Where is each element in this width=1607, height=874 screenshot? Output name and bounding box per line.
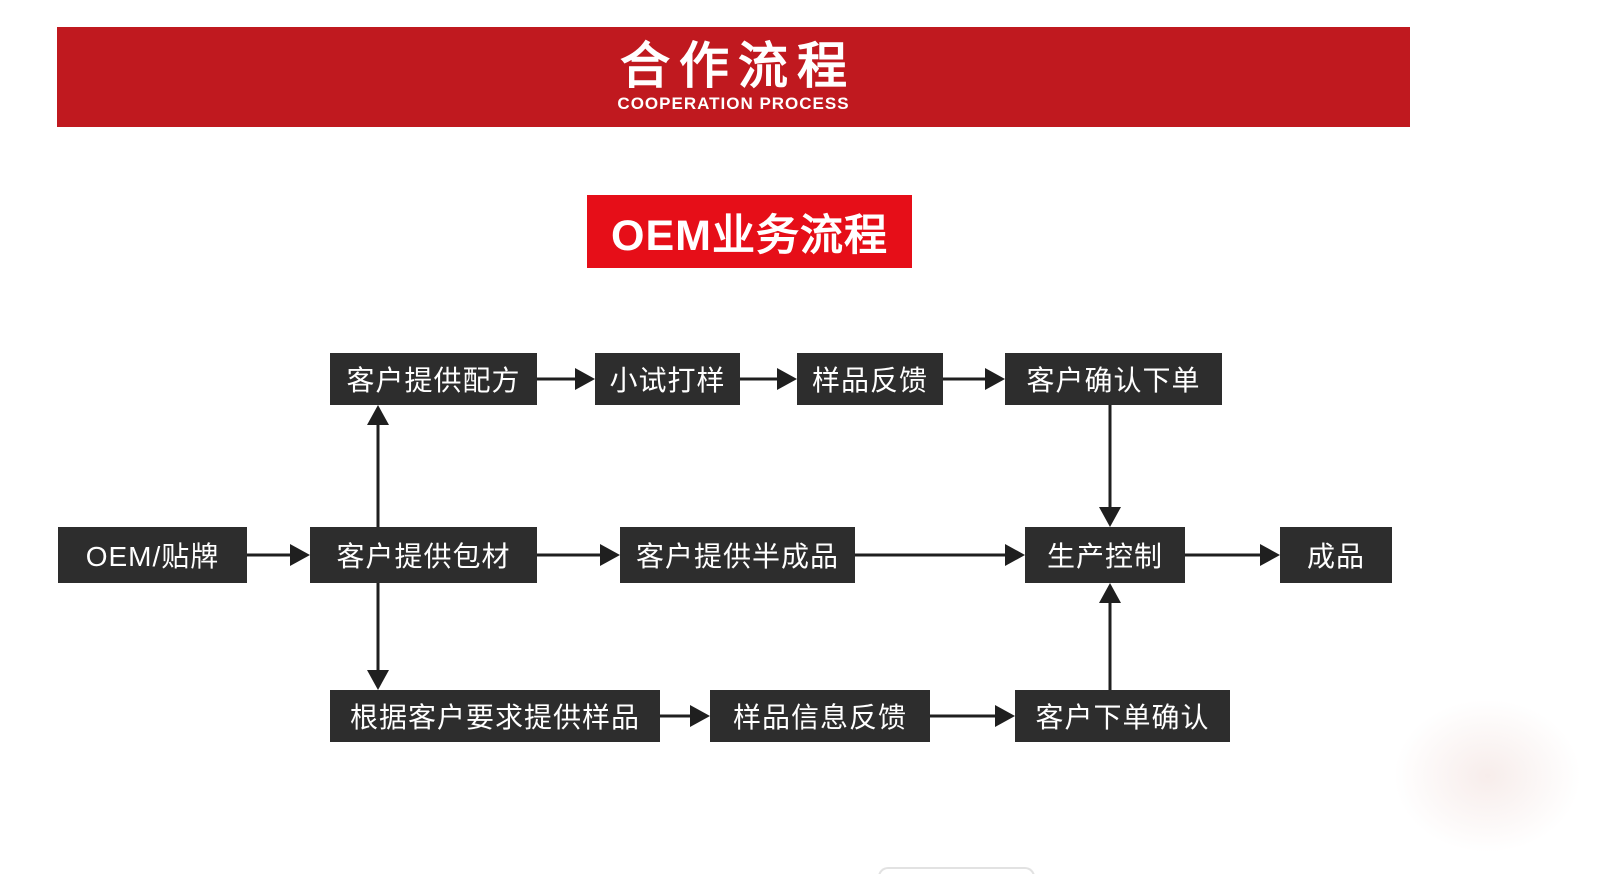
node-sample-feedback: 样品反馈 [797, 353, 943, 405]
node-customer-provides-semifinished: 客户提供半成品 [620, 527, 855, 583]
section-badge: OEM业务流程 [587, 195, 912, 268]
arrow-right-icon [740, 368, 797, 390]
node-customer-provides-formula: 客户提供配方 [330, 353, 537, 405]
node-production-control: 生产控制 [1025, 527, 1185, 583]
next-section-card-edge [878, 867, 1035, 874]
arrow-up-icon [367, 405, 389, 527]
arrow-right-icon [855, 544, 1025, 566]
node-customer-confirms-order: 客户确认下单 [1005, 353, 1222, 405]
node-customer-provides-packaging: 客户提供包材 [310, 527, 537, 583]
node-finished-product: 成品 [1280, 527, 1392, 583]
page-title: 合作流程 [620, 38, 856, 95]
arrow-down-icon [1099, 405, 1121, 527]
arrow-right-icon [537, 368, 595, 390]
watermark-smudge [1368, 678, 1607, 874]
node-trial-sampling: 小试打样 [595, 353, 740, 405]
arrow-right-icon [247, 544, 310, 566]
node-sample-info-feedback: 样品信息反馈 [710, 690, 930, 742]
node-oem-private-label: OEM/贴牌 [58, 527, 247, 583]
page-subtitle: COOPERATION PROCESS [617, 93, 850, 113]
arrow-down-icon [367, 583, 389, 690]
header-banner: 合作流程 COOPERATION PROCESS [57, 27, 1410, 127]
arrow-right-icon [930, 705, 1015, 727]
arrow-right-icon [1185, 544, 1280, 566]
node-customer-order-confirmation: 客户下单确认 [1015, 690, 1230, 742]
arrow-right-icon [537, 544, 620, 566]
arrow-right-icon [660, 705, 710, 727]
node-sample-per-customer-requirements: 根据客户要求提供样品 [330, 690, 660, 742]
arrow-up-icon [1099, 583, 1121, 690]
arrow-right-icon [943, 368, 1005, 390]
